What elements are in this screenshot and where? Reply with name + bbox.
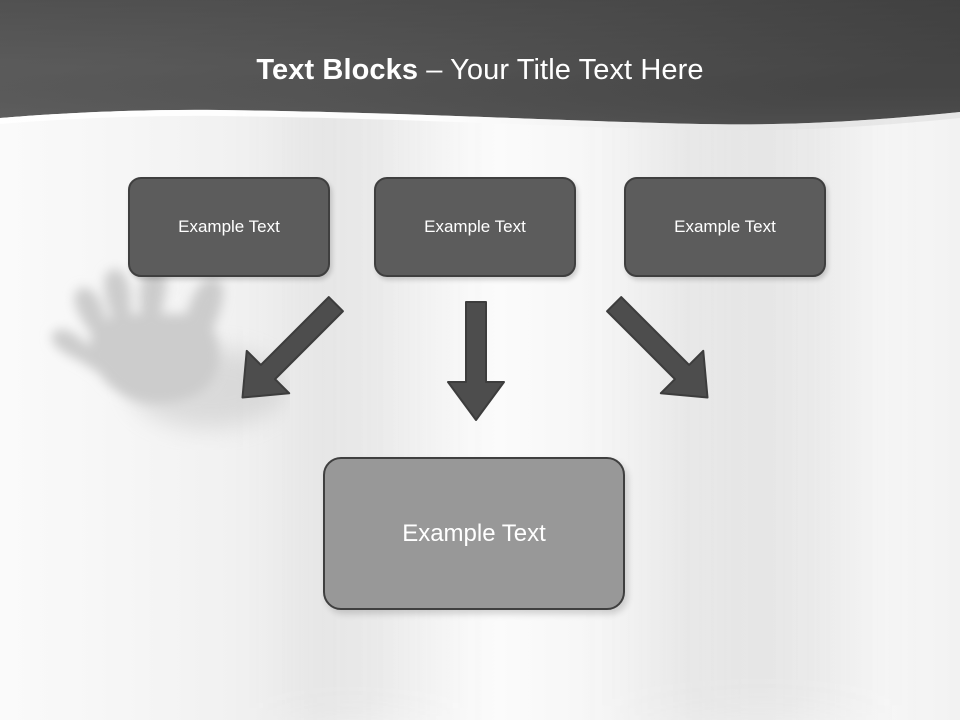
page-title: Text Blocks – Your Title Text Here xyxy=(0,52,960,88)
text-block-3[interactable]: Example Text xyxy=(624,177,826,277)
arrow-left-diagonal xyxy=(222,282,372,432)
arrow-middle-straight xyxy=(438,298,518,428)
text-block-1[interactable]: Example Text xyxy=(128,177,330,277)
text-block-2-label: Example Text xyxy=(424,217,526,236)
text-block-3-label: Example Text xyxy=(674,217,776,236)
page-title-separator: – xyxy=(418,54,451,86)
page-title-bold: Text Blocks xyxy=(256,54,419,86)
text-block-1-label: Example Text xyxy=(178,217,280,236)
text-block-result[interactable]: Example Text xyxy=(323,457,625,610)
arrow-right-diagonal xyxy=(580,282,730,432)
header-band xyxy=(0,0,960,140)
page-title-light: Your Title Text Here xyxy=(450,54,704,86)
text-block-2[interactable]: Example Text xyxy=(374,177,576,277)
text-block-result-label: Example Text xyxy=(402,519,546,547)
